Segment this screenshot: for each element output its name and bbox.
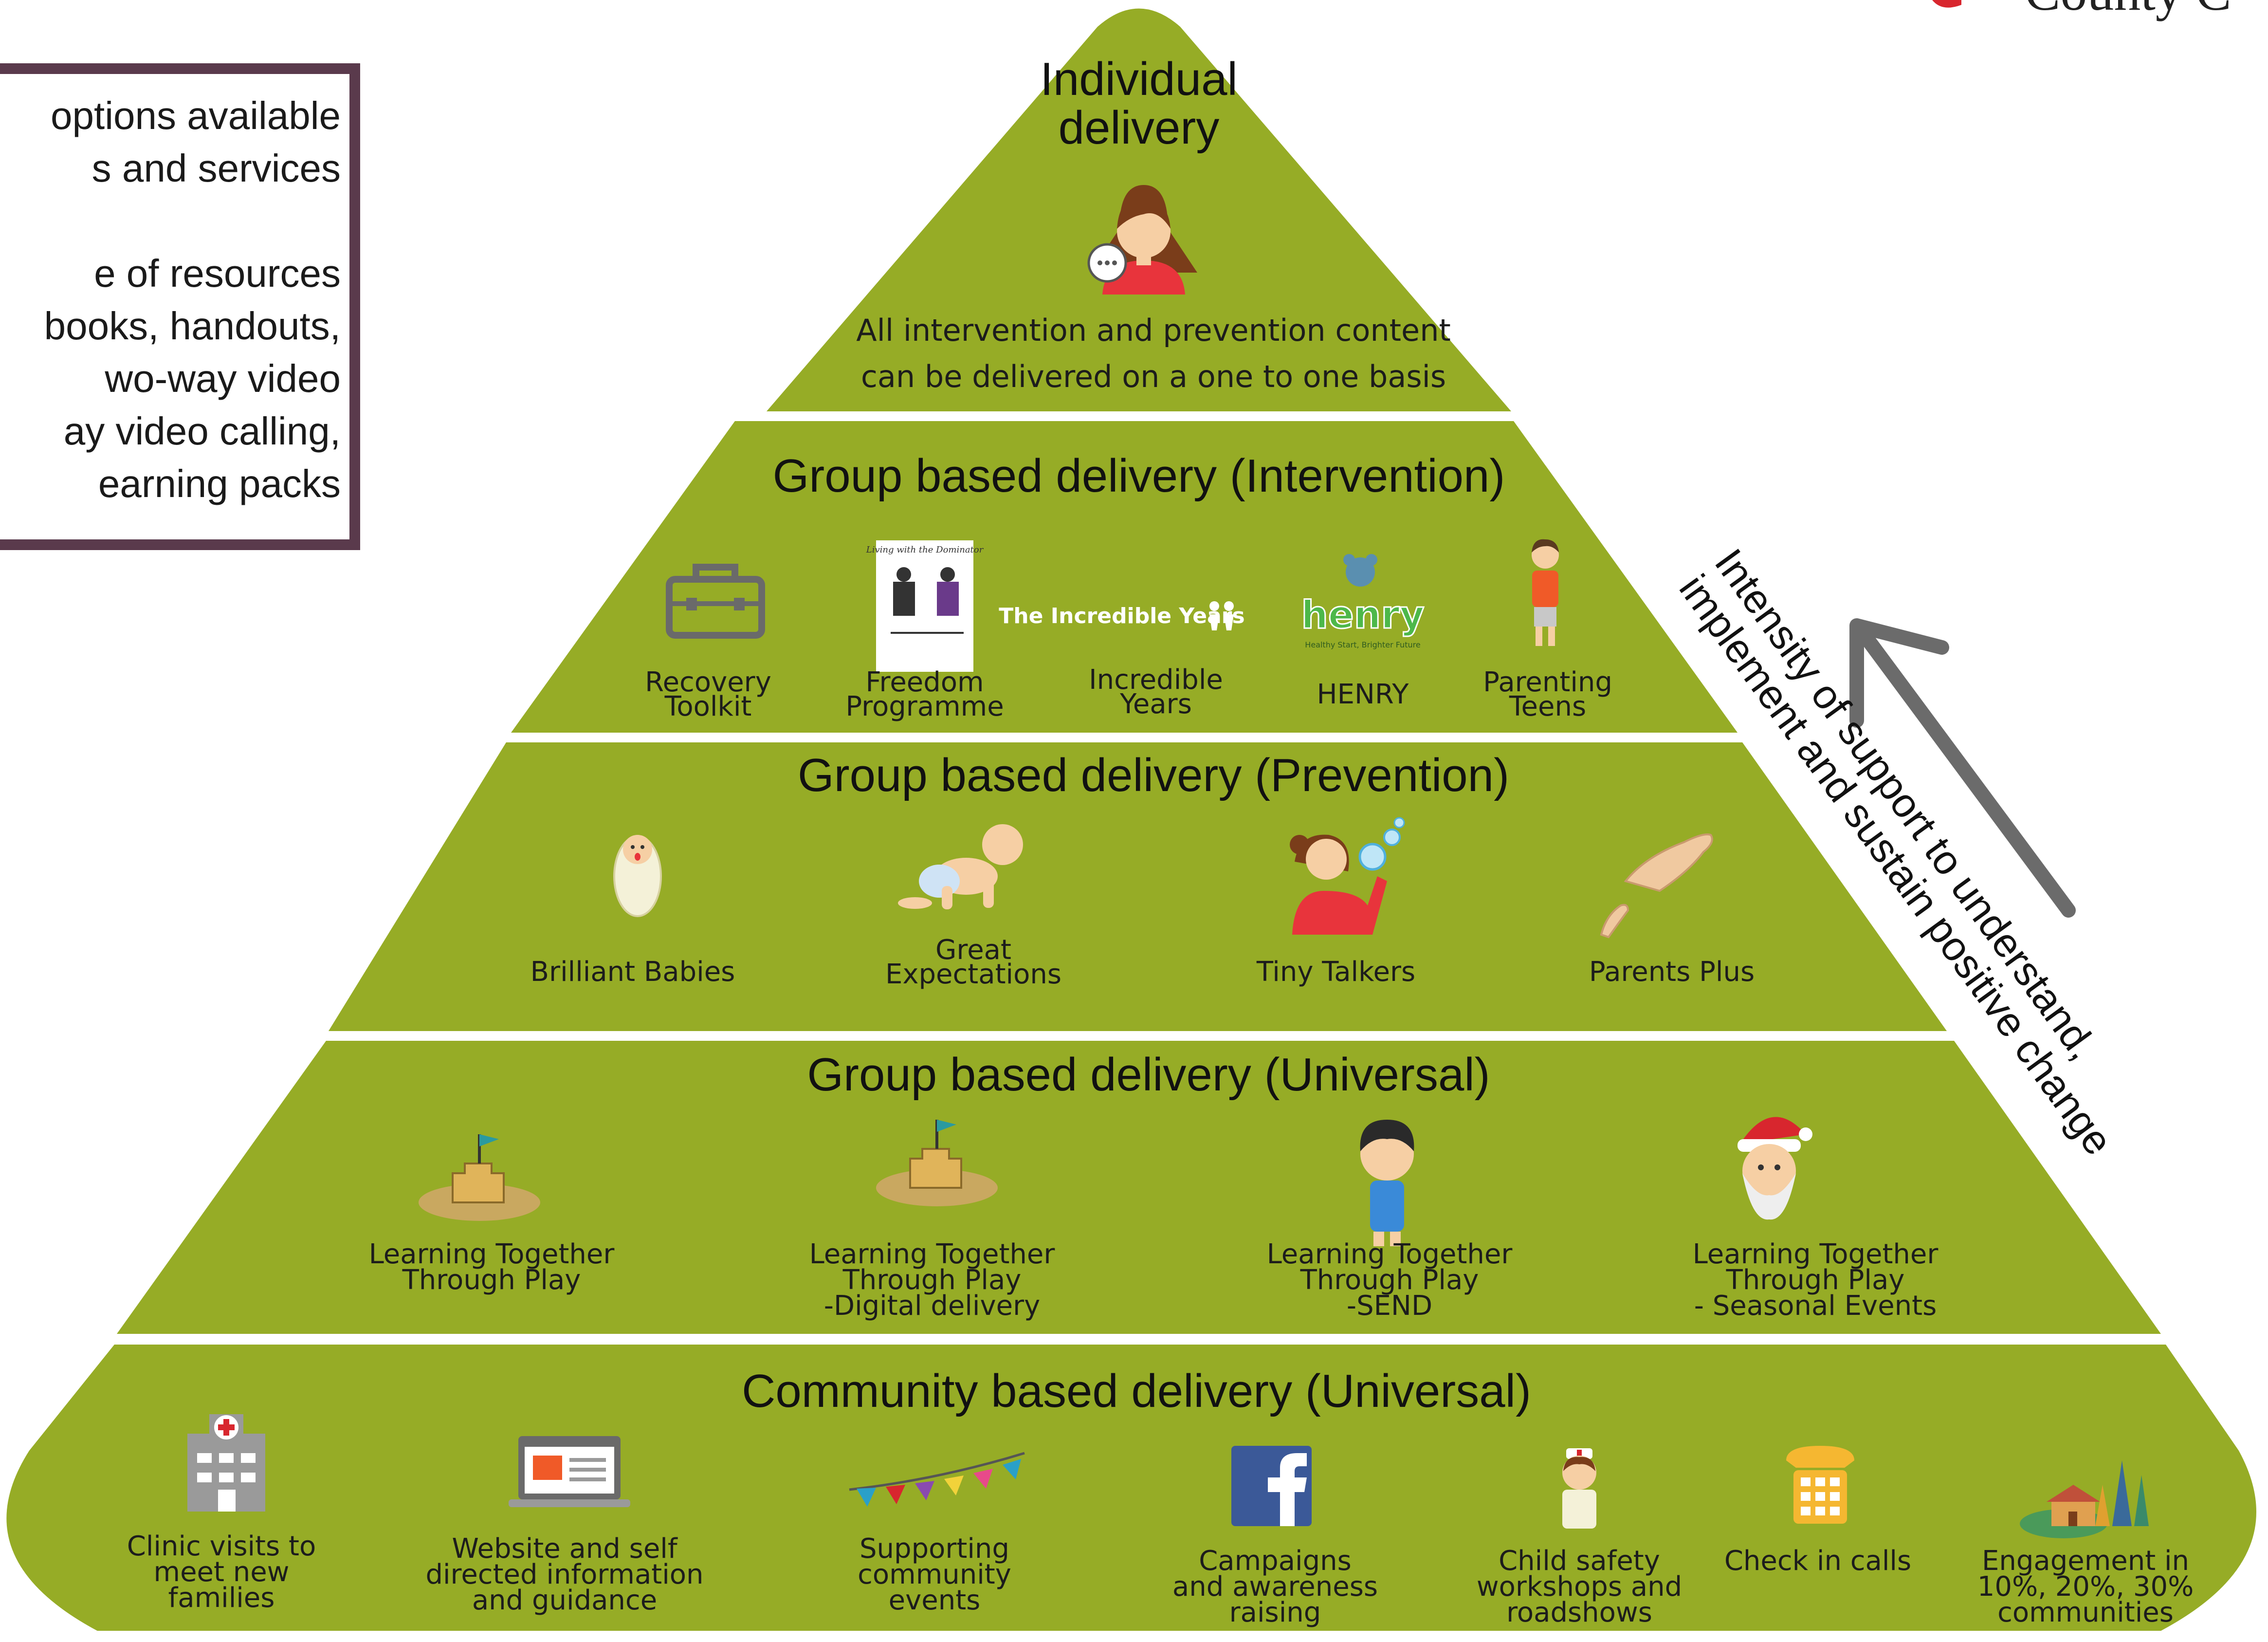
tier-5-title: Community based delivery (Universal)	[742, 1365, 1531, 1417]
tier-3-item-label: Brilliant Babies	[530, 956, 735, 988]
sandcastle-icon	[876, 1120, 998, 1206]
bubble-girl-icon	[1290, 817, 1405, 935]
tier-2-item-label: Recovery	[645, 666, 771, 698]
facebook-icon	[1231, 1446, 1312, 1526]
incredible-years-logo: The Incredible Years	[999, 601, 1245, 630]
book-cover-icon: Living with the Dominator	[866, 540, 984, 672]
tier-2-item-label: Parenting	[1483, 666, 1612, 698]
intensity-arrow	[1849, 618, 2076, 918]
council-logo-mark	[1932, 0, 1961, 8]
henry-logo: henry Healthy Start, Brighter Future	[1300, 554, 1425, 649]
tier-5-item-label: and guidance	[472, 1585, 657, 1616]
speaking-woman-icon	[1087, 185, 1197, 295]
tier-3-band	[329, 742, 1947, 1031]
village-icon	[2020, 1460, 2149, 1538]
info-line: ay video calling,	[63, 409, 341, 453]
tier-3-item-label: Parents Plus	[1589, 956, 1755, 988]
info-line: books, handouts,	[44, 304, 341, 348]
nurse-icon	[1562, 1448, 1596, 1529]
henry-logo-text: henry	[1301, 593, 1424, 637]
tier-2-item-label: Years	[1119, 688, 1192, 720]
tier-5-item-label: Clinic visits to	[127, 1531, 316, 1562]
tier-5-item-label: Website and self	[452, 1533, 677, 1565]
info-line: e of resources	[94, 252, 341, 295]
tier-5-item-label: Campaigns	[1199, 1545, 1352, 1577]
tier-5-item-label: 10%, 20%, 30%	[1977, 1571, 2194, 1603]
boy-icon	[1360, 1120, 1414, 1246]
tier-5-item-label: raising	[1229, 1597, 1321, 1628]
tier-2-item-label: Freedom	[865, 666, 984, 698]
info-line: s and services	[91, 147, 341, 190]
tier-4-item-label: Through Play	[1726, 1264, 1905, 1296]
tier-1-title-line1: Individual	[1040, 53, 1238, 105]
tier-2-item-label: HENRY	[1317, 679, 1409, 710]
tier-4-item-label: Through Play	[402, 1264, 581, 1296]
tier-5-item-label: events	[889, 1585, 981, 1616]
clinic-icon	[187, 1414, 265, 1512]
tier-3-title: Group based delivery (Prevention)	[798, 749, 1509, 801]
teen-icon	[1532, 539, 1559, 646]
toolkit-icon	[666, 564, 765, 639]
tier-5-item-label: workshops and	[1477, 1571, 1682, 1603]
tier-5-band	[6, 1345, 2256, 1631]
santa-icon	[1738, 1117, 1812, 1220]
council-logo: County C	[1932, 0, 2231, 21]
info-line: earning packs	[98, 462, 341, 505]
swaddled-baby-icon	[613, 835, 662, 917]
tier-4-band	[117, 1041, 2161, 1334]
tier-5-item-label: communities	[1997, 1597, 2174, 1628]
book-cover-title: Living with the Dominator	[866, 545, 984, 555]
tier-2-title: Group based delivery (Intervention)	[773, 450, 1505, 502]
tier-1-description-line2: can be delivered on a one to one basis	[861, 359, 1446, 394]
tier-5-item-label: and awareness	[1172, 1571, 1378, 1603]
tier-2-item-label: Toolkit	[664, 691, 752, 722]
tier-4-item-label: Through Play	[842, 1264, 1022, 1296]
incredible-years-logo-text: The Incredible Years	[999, 604, 1244, 628]
tier-5-item-label: Supporting	[860, 1533, 1009, 1565]
tier-3-item-label: Tiny Talkers	[1256, 956, 1415, 988]
tier-4-item-label: Learning Together	[809, 1238, 1056, 1270]
tier-5-item-label: Child safety	[1499, 1545, 1660, 1577]
info-line: wo-way video	[105, 357, 341, 400]
tier-5-item-label: meet new	[154, 1556, 290, 1588]
tier-4-item-label: -SEND	[1347, 1290, 1432, 1322]
tier-3-item-label: Great	[935, 934, 1011, 966]
tier-5-item-label: roadshows	[1506, 1597, 1652, 1628]
crawling-baby-icon	[898, 824, 1023, 909]
tier-2-item-label: Incredible	[1089, 664, 1223, 696]
phone-icon	[1786, 1446, 1854, 1524]
council-logo-text: County C	[2025, 0, 2231, 21]
tier-5-item-label: Check in calls	[1724, 1545, 1911, 1577]
tier-3-item-label: Expectations	[885, 959, 1061, 990]
tier-2-item-label: Teens	[1509, 691, 1586, 722]
website-icon	[509, 1436, 630, 1507]
hands-icon	[1600, 833, 1713, 939]
tier-4-item-label: Learning Together	[369, 1238, 615, 1270]
bunting-icon	[849, 1452, 1025, 1507]
tier-4-item-label: Learning Together	[1267, 1238, 1513, 1270]
tier-4-item-label: Learning Together	[1693, 1238, 1939, 1270]
tier-5-item-label: Engagement in	[1982, 1545, 2189, 1577]
tier-5-item-label: directed information	[425, 1559, 703, 1590]
tier-4-item-label: - Seasonal Events	[1694, 1290, 1937, 1322]
tier-5-item-label: families	[168, 1582, 275, 1614]
tier-4-item-label: Through Play	[1300, 1264, 1479, 1296]
tier-5-item-label: community	[858, 1559, 1011, 1590]
sandcastle-icon	[419, 1134, 540, 1221]
tier-2-band	[511, 421, 1738, 733]
tier-4-title: Group based delivery (Universal)	[807, 1049, 1490, 1101]
tier-4-item-label: -Digital delivery	[824, 1290, 1041, 1322]
tier-2-item-label: Programme	[845, 691, 1004, 722]
tier-1-description-line1: All intervention and prevention content	[856, 313, 1451, 348]
henry-logo-tagline: Healthy Start, Brighter Future	[1305, 640, 1420, 649]
info-box: options available s and services e of re…	[0, 63, 360, 550]
info-line: options available	[51, 94, 341, 137]
tier-1-title-line2: delivery	[1059, 102, 1220, 154]
